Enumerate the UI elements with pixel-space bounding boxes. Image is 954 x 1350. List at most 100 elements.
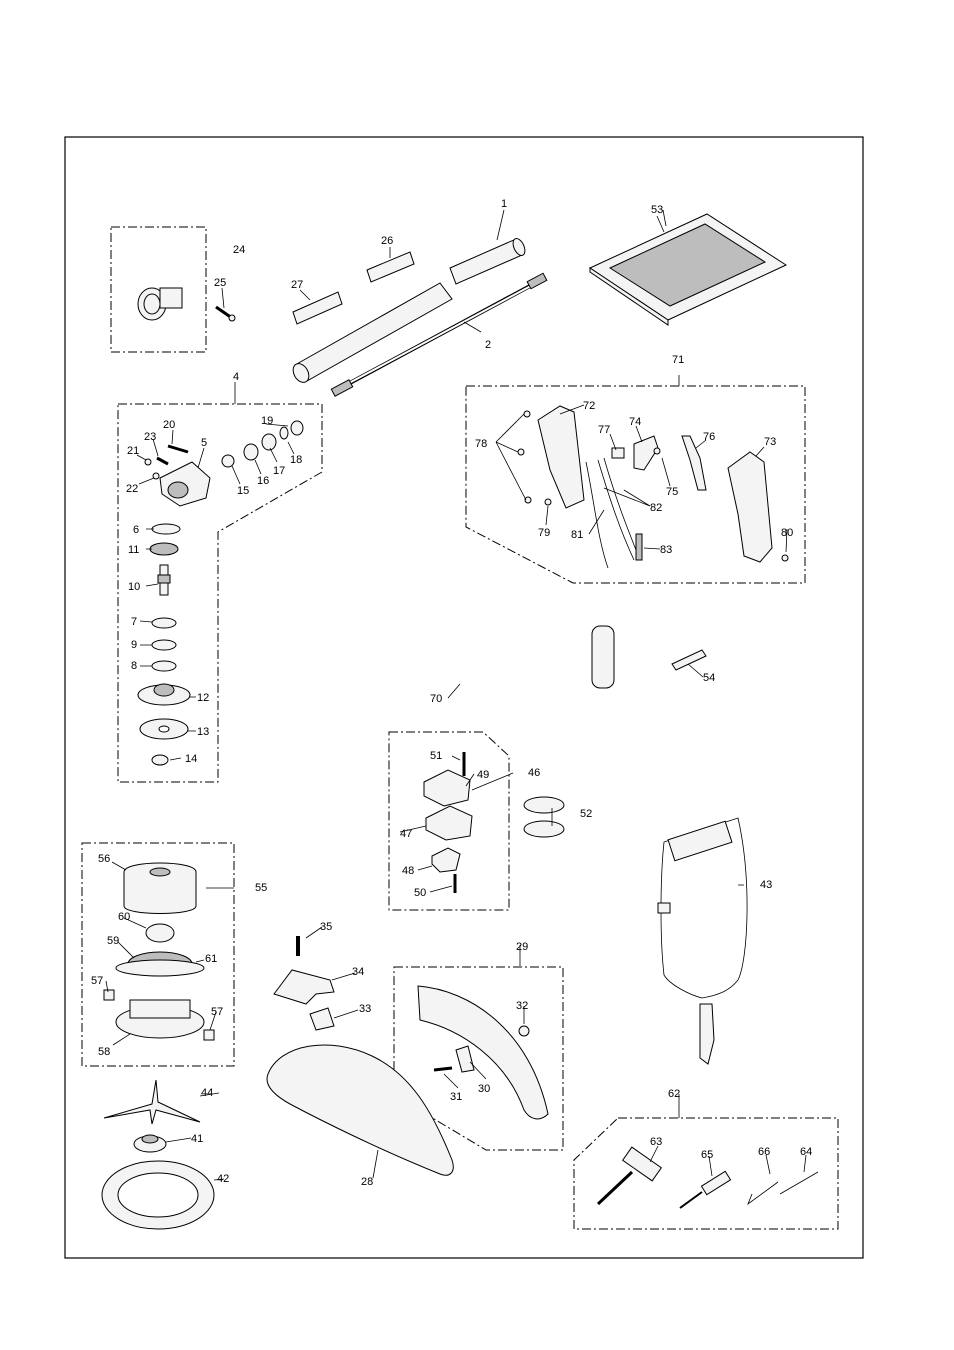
callout-6: 6 [133, 524, 139, 536]
callout-19: 19 [261, 415, 273, 427]
callout-47: 47 [400, 828, 412, 840]
screwdriver-65 [680, 1171, 731, 1208]
spring-75 [654, 448, 660, 454]
washer-13 [140, 719, 188, 739]
callout-72: 72 [583, 400, 595, 412]
callout-15: 15 [237, 485, 249, 497]
hex-wrench-66 [748, 1182, 778, 1204]
screw-78b [518, 449, 524, 455]
callout-18: 18 [290, 454, 302, 466]
bracket-34 [274, 970, 334, 1004]
circlip-19 [291, 421, 303, 435]
callout-16: 16 [257, 475, 269, 487]
callout-48: 48 [402, 865, 414, 877]
callout-58: 58 [98, 1046, 110, 1058]
callout-74: 74 [629, 416, 641, 428]
callout-27: 27 [291, 279, 303, 291]
callout-5: 5 [201, 437, 207, 449]
callout-43: 43 [760, 879, 772, 891]
handle-half-72 [538, 406, 584, 508]
box-wrench-63 [598, 1147, 661, 1204]
callout-24: 24 [233, 244, 245, 256]
nut-41 [134, 1135, 166, 1152]
grip-sleeve-26 [367, 252, 414, 282]
cushion-33 [310, 1008, 334, 1030]
callout-9: 9 [131, 639, 137, 651]
switch-77 [612, 448, 624, 458]
gear-15 [222, 455, 234, 467]
callout-53: 53 [651, 204, 663, 216]
callout-81: 81 [571, 529, 583, 541]
callout-21: 21 [127, 445, 139, 457]
stop-wires-82 [598, 458, 640, 560]
loop-handle-70-inner [398, 538, 604, 720]
gear-11 [150, 543, 178, 555]
bolt-20 [168, 446, 188, 452]
loop-handle-70 [398, 538, 604, 720]
callout-1: 1 [501, 198, 507, 210]
callout-28: 28 [361, 1176, 373, 1188]
spindle-10 [158, 565, 170, 595]
callout-23: 23 [144, 431, 156, 443]
callout-4: 4 [233, 371, 239, 383]
bolt-31 [434, 1068, 452, 1070]
screw-80 [782, 555, 788, 561]
ring-18 [280, 427, 288, 439]
handle-half-73 [728, 452, 772, 562]
callout-14: 14 [185, 753, 197, 765]
operator-manual-53 [590, 214, 786, 325]
callout-66: 66 [758, 1146, 770, 1158]
screw-79 [545, 499, 551, 505]
cushion-52b [524, 821, 564, 837]
callout-82: 82 [650, 502, 662, 514]
harness-hook [700, 1004, 714, 1064]
callout-33: 33 [359, 1003, 371, 1015]
callout-79: 79 [538, 527, 550, 539]
protector-tube-83 [636, 534, 642, 560]
callout-57b: 57 [211, 1006, 223, 1018]
ring-61 [116, 960, 204, 976]
callout-65: 65 [701, 1149, 713, 1161]
lock-lever-76 [682, 436, 706, 490]
bearing-8 [152, 661, 176, 671]
screw-78a [524, 411, 530, 417]
spanner-64 [780, 1172, 818, 1194]
callout-30: 30 [478, 1083, 490, 1095]
callout-32: 32 [516, 1000, 528, 1012]
nut-32 [519, 1026, 529, 1036]
circlip-9 [152, 640, 176, 650]
ring-42 [102, 1161, 214, 1229]
throttle-cable-81 [586, 462, 608, 568]
callout-76: 76 [703, 431, 715, 443]
receiver-12 [138, 684, 190, 705]
callout-13: 13 [197, 726, 209, 738]
guard-extension-29 [418, 986, 548, 1119]
group-box-62 [574, 1118, 838, 1229]
callout-71: 71 [672, 354, 684, 366]
callout-12: 12 [197, 692, 209, 704]
callout-51: 51 [430, 750, 442, 762]
callout-46: 46 [528, 767, 540, 779]
harness-buckle [658, 903, 670, 913]
callout-50: 50 [414, 887, 426, 899]
callout-83: 83 [660, 544, 672, 556]
callout-80: 80 [781, 527, 793, 539]
hanger-54 [672, 650, 706, 670]
bearing-7 [152, 618, 176, 628]
callout-63: 63 [650, 1136, 662, 1148]
nut-14 [152, 755, 168, 765]
callout-49: 49 [477, 769, 489, 781]
loop-handle-grip [592, 626, 614, 688]
callout-10: 10 [128, 581, 140, 593]
spool-cover-hub [150, 868, 170, 876]
bolt-25 [216, 307, 235, 321]
callout-35: 35 [320, 921, 332, 933]
shaft-clamp-24 [138, 288, 182, 320]
callout-7: 7 [131, 616, 137, 628]
callout-57a: 57 [91, 975, 103, 987]
callout-29: 29 [516, 941, 528, 953]
callout-77: 77 [598, 424, 610, 436]
callout-73: 73 [764, 436, 776, 448]
callout-70: 70 [430, 693, 442, 705]
